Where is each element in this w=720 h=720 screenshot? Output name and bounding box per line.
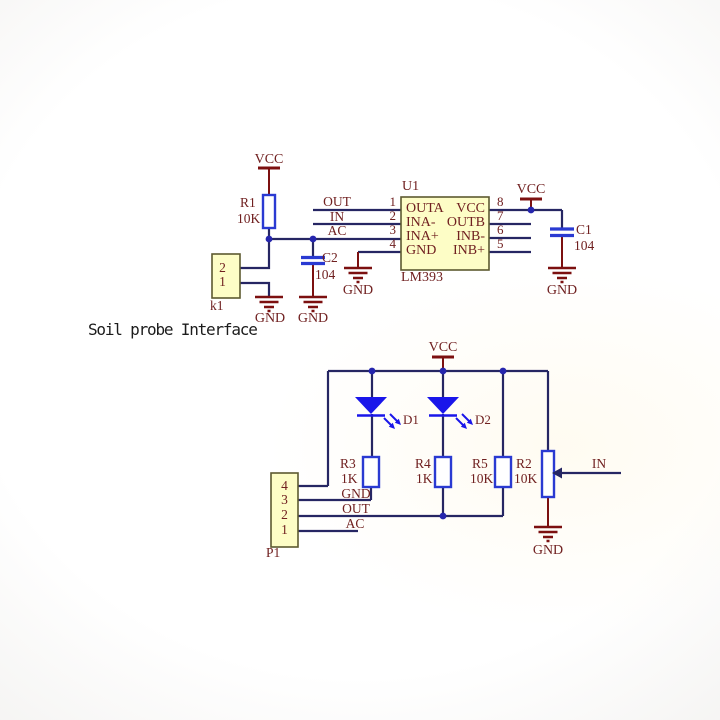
gnd-net-label: GND xyxy=(342,283,374,298)
u1-pin-name: INB- xyxy=(456,229,485,244)
gnd-net-label: GND xyxy=(297,311,329,326)
c1-ref-label: C1 xyxy=(576,222,592,237)
k1-pin1-number: 1 xyxy=(219,274,226,289)
wiper-arrow-icon xyxy=(552,467,562,479)
resistors xyxy=(261,193,556,499)
u1-row-4: GND INB+ xyxy=(406,244,485,258)
gnd-symbol xyxy=(255,266,576,543)
u1-pin8-number: 8 xyxy=(497,194,504,209)
c1-value-label: 104 xyxy=(574,238,595,253)
ac-net-label: AC xyxy=(327,223,347,238)
p1-ref-label: P1 xyxy=(266,545,281,560)
in-net-label: IN xyxy=(329,209,345,224)
u1-pin4-number: 4 xyxy=(389,236,397,251)
resistor-r4 xyxy=(433,455,453,489)
connector-p1 xyxy=(270,472,299,548)
r1-ref-label: R1 xyxy=(240,195,256,210)
k1-ref-label: k1 xyxy=(210,298,224,313)
vcc-net-label: VCC xyxy=(516,182,546,197)
r1-value-label: 10K xyxy=(237,211,261,226)
p1-pin4-number: 4 xyxy=(281,478,288,493)
k1-pin2-number: 2 xyxy=(219,260,226,275)
p1-pin3-number: 3 xyxy=(281,492,288,507)
potentiometer-r2 xyxy=(540,449,556,499)
u1-pin7-number: 7 xyxy=(497,208,504,223)
p1-pin1-number: 1 xyxy=(281,522,288,537)
vcc-net-label: VCC xyxy=(254,152,284,167)
out-net-label: OUT xyxy=(342,501,370,516)
r3-ref-label: R3 xyxy=(340,456,356,471)
led-emission-arrows-icon xyxy=(383,413,401,429)
u1-pin-name: INA- xyxy=(406,215,436,230)
u1-pin5-number: 5 xyxy=(497,236,504,251)
u1-pin1-number: 1 xyxy=(389,194,397,209)
u1-row-1: OUTA VCC xyxy=(406,202,485,216)
u1-row-2: INA- OUTB xyxy=(406,216,485,230)
power-leads xyxy=(268,168,563,527)
led-d2 xyxy=(427,397,473,429)
connector-k1 xyxy=(211,253,241,299)
r2-ref-label: R2 xyxy=(516,456,532,471)
led-d1 xyxy=(355,397,401,429)
ic-u1 xyxy=(400,196,490,271)
wires xyxy=(240,208,621,533)
u1-pin-name: INB+ xyxy=(452,243,485,258)
capacitors xyxy=(301,227,574,266)
gnd-net-label: GND xyxy=(546,283,578,298)
resistor-r5 xyxy=(493,455,513,489)
u1-pin6-number: 6 xyxy=(497,222,504,237)
u1-pin-name: VCC xyxy=(456,201,485,216)
resistor-r1 xyxy=(261,193,277,230)
component-boxes xyxy=(211,196,490,548)
vcc-symbol xyxy=(258,166,542,359)
led-emission-arrows-icon xyxy=(455,413,473,429)
out-net-label: OUT xyxy=(323,194,351,209)
c2-value-label: 104 xyxy=(315,267,336,282)
c2-ref-label: C2 xyxy=(322,250,338,265)
resistor-r3 xyxy=(361,455,381,489)
u1-pin-name: OUTB xyxy=(446,215,485,230)
u1-pin3-number: 3 xyxy=(389,222,397,237)
u1-pin-name: INA+ xyxy=(406,229,439,244)
u1-row-3: INA+ INB- xyxy=(406,230,485,244)
u1-pin2-number: 2 xyxy=(389,208,397,223)
r4-ref-label: R4 xyxy=(415,456,431,471)
capacitor-c1 xyxy=(550,227,574,238)
junction-dots xyxy=(265,206,535,520)
u1-ref-label: U1 xyxy=(402,179,420,194)
u1-part-label: LM393 xyxy=(401,270,443,285)
r5-value-label: 10K xyxy=(470,471,494,486)
p1-pin2-number: 2 xyxy=(281,507,288,522)
gnd-net-label: GND xyxy=(341,486,371,501)
soil-probe-caption: Soil probe Interface xyxy=(88,320,258,339)
capacitor-c2 xyxy=(301,255,325,266)
u1-pin-name: OUTA xyxy=(406,201,444,216)
d1-ref-label: D1 xyxy=(403,412,419,427)
d2-ref-label: D2 xyxy=(475,412,491,427)
r4-value-label: 1K xyxy=(416,471,433,486)
gnd-net-label: GND xyxy=(532,543,564,558)
vcc-net-label: VCC xyxy=(428,340,458,355)
gnd-net-label: GND xyxy=(254,311,286,326)
r2-value-label: 10K xyxy=(514,471,538,486)
u1-pin-name: GND xyxy=(406,243,437,258)
r5-ref-label: R5 xyxy=(472,456,488,471)
ac-net-label: AC xyxy=(345,516,365,531)
in-net-label: IN xyxy=(591,456,607,471)
r3-value-label: 1K xyxy=(341,471,358,486)
